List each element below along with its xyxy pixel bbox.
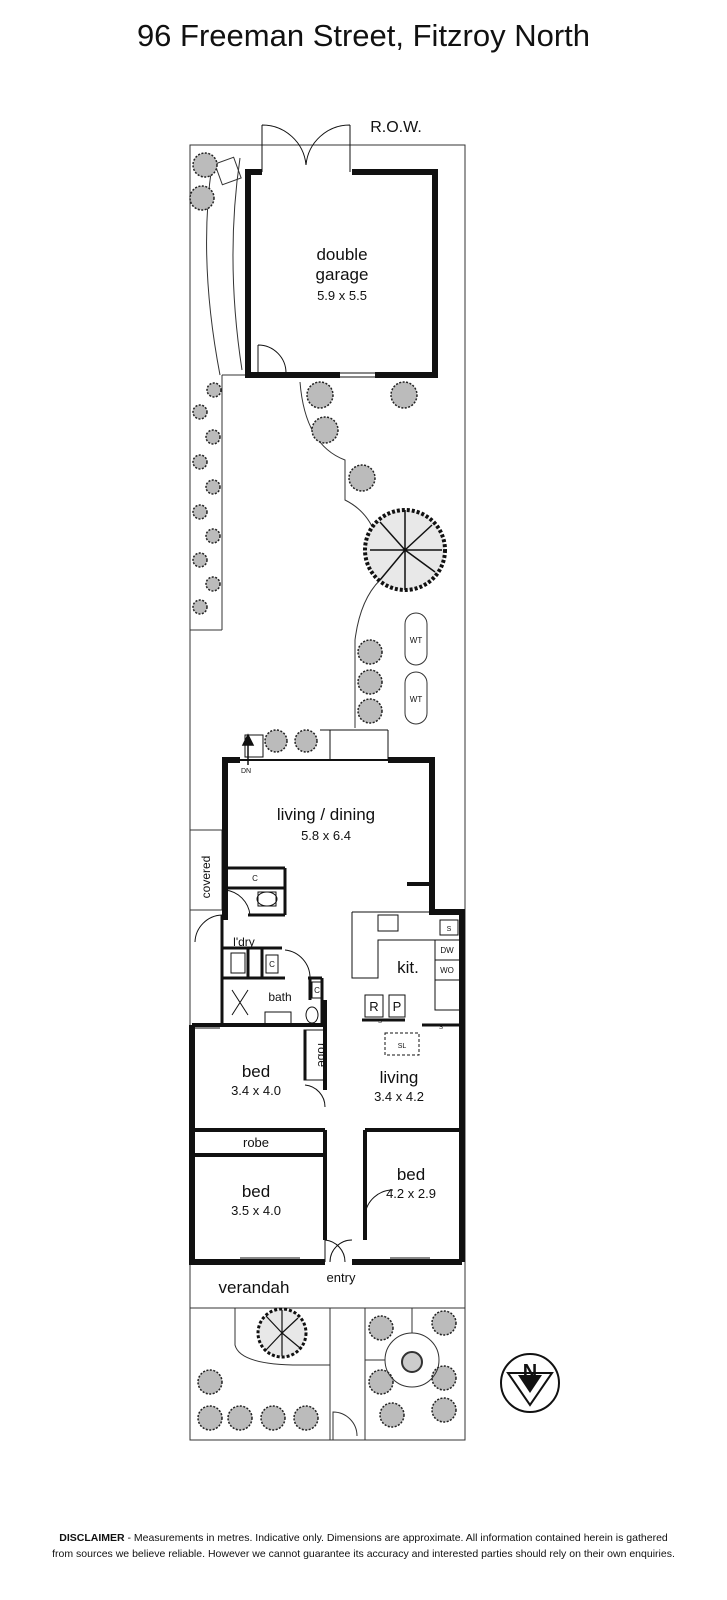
water-tank-label-1: WT [410, 636, 423, 645]
garage-dims: 5.9 x 5.5 [317, 288, 367, 303]
bed2-name: bed [242, 1182, 270, 1201]
living-dining-name: living / dining [277, 805, 375, 824]
shrubs [189, 152, 457, 1431]
bed1-dims: 3.4 x 4.0 [231, 1083, 281, 1098]
lot-boundary [189, 144, 466, 1441]
disclaimer: DISCLAIMER - Measurements in metres. Ind… [20, 1530, 707, 1562]
dishwasher-label: DW [440, 946, 454, 955]
cupboard-label-3: C [314, 986, 320, 995]
disclaimer-line1: - Measurements in metres. Indicative onl… [124, 1532, 668, 1544]
down-arrow-icon [241, 733, 255, 765]
compass-icon [500, 1353, 560, 1413]
disclaimer-line2: from sources we believe reliable. Howeve… [52, 1548, 675, 1560]
shelf-label-2: S [439, 1025, 443, 1031]
living-dims: 3.4 x 4.2 [374, 1089, 424, 1104]
disclaimer-lead: DISCLAIMER [59, 1532, 125, 1544]
bed3-name: bed [397, 1165, 425, 1184]
bed2-dims: 3.5 x 4.0 [231, 1203, 281, 1218]
garage-name-1: double [316, 245, 367, 264]
bed1-name: bed [242, 1062, 270, 1081]
skylight-label: SL [398, 1043, 407, 1050]
covered-label: covered [199, 856, 213, 899]
tree-front [256, 1307, 308, 1359]
water-tank-label-2: WT [410, 695, 423, 704]
windows [195, 729, 430, 1259]
door-swings [194, 889, 394, 1263]
shelf-label-1: S [378, 1019, 382, 1025]
refrigerator-label: R [369, 999, 378, 1014]
water-tanks [404, 612, 428, 725]
stair-dn-label: DN [241, 768, 251, 775]
bath-name: bath [268, 990, 291, 1004]
kitchen-name: kit. [397, 958, 419, 977]
robe-label-vertical: robe [315, 1043, 329, 1067]
fixtures [230, 734, 461, 1081]
living-name: living [380, 1068, 419, 1087]
garage [245, 124, 438, 379]
front-garden [234, 1308, 440, 1440]
row-label: R.O.W. [370, 119, 422, 136]
robe-label: robe [243, 1135, 269, 1150]
living-dining-dims: 5.8 x 6.4 [301, 828, 351, 843]
cupboard-label-2: C [269, 960, 275, 969]
cupboard-label-1: C [252, 874, 258, 883]
garage-name-2: garage [316, 265, 369, 284]
page-title: 96 Freeman Street, Fitzroy North [136, 18, 591, 53]
tree-large [363, 508, 447, 592]
pantry-label: P [393, 999, 402, 1014]
wall-oven-label: WO [440, 966, 454, 975]
sink-label: S [447, 926, 452, 933]
compass-north-label: N [523, 1361, 537, 1383]
entry-label: entry [327, 1270, 356, 1285]
bed3-dims: 4.2 x 2.9 [386, 1186, 436, 1201]
laundry-name: l'dry [233, 935, 255, 949]
verandah-label: verandah [219, 1278, 290, 1297]
